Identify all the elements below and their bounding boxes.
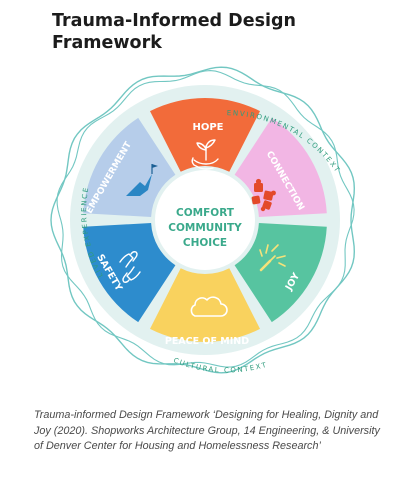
cloud-icon — [190, 296, 228, 317]
wavy-border — [50, 66, 356, 374]
center-line-community: COMMUNITY — [168, 222, 242, 234]
hands-icon — [119, 251, 141, 283]
figure-caption: Trauma-informed Design Framework ‘Design… — [34, 409, 380, 452]
segment-hope — [150, 97, 260, 172]
segment-peace-of-mind — [150, 268, 260, 343]
party-popper-icon — [259, 244, 286, 272]
center-line-comfort: COMFORT — [176, 207, 235, 219]
wavy-border-inner — [56, 70, 355, 368]
segment-label-peace-of-mind: PEACE OF MIND — [165, 336, 249, 347]
puzzle-pieces-icon — [251, 178, 276, 212]
framework-wheel: COMFORT COMMUNITY CHOICE HOPE CONNECTION… — [50, 66, 356, 374]
center-text: COMFORT COMMUNITY CHOICE — [168, 207, 242, 249]
segment-empowerment — [83, 117, 176, 217]
sprout-in-hands-icon — [191, 139, 219, 170]
center-circle — [155, 170, 255, 270]
center-line-choice: CHOICE — [183, 237, 227, 249]
segment-label-hope: HOPE — [192, 122, 223, 133]
segment-joy — [234, 223, 327, 323]
mountain-flag-icon — [126, 164, 158, 196]
segment-connection — [234, 117, 327, 217]
page-title: Trauma-Informed Design Framework — [52, 10, 352, 54]
title-line-2: Framework — [52, 33, 162, 53]
title-line-1: Trauma-Informed Design — [52, 11, 296, 31]
